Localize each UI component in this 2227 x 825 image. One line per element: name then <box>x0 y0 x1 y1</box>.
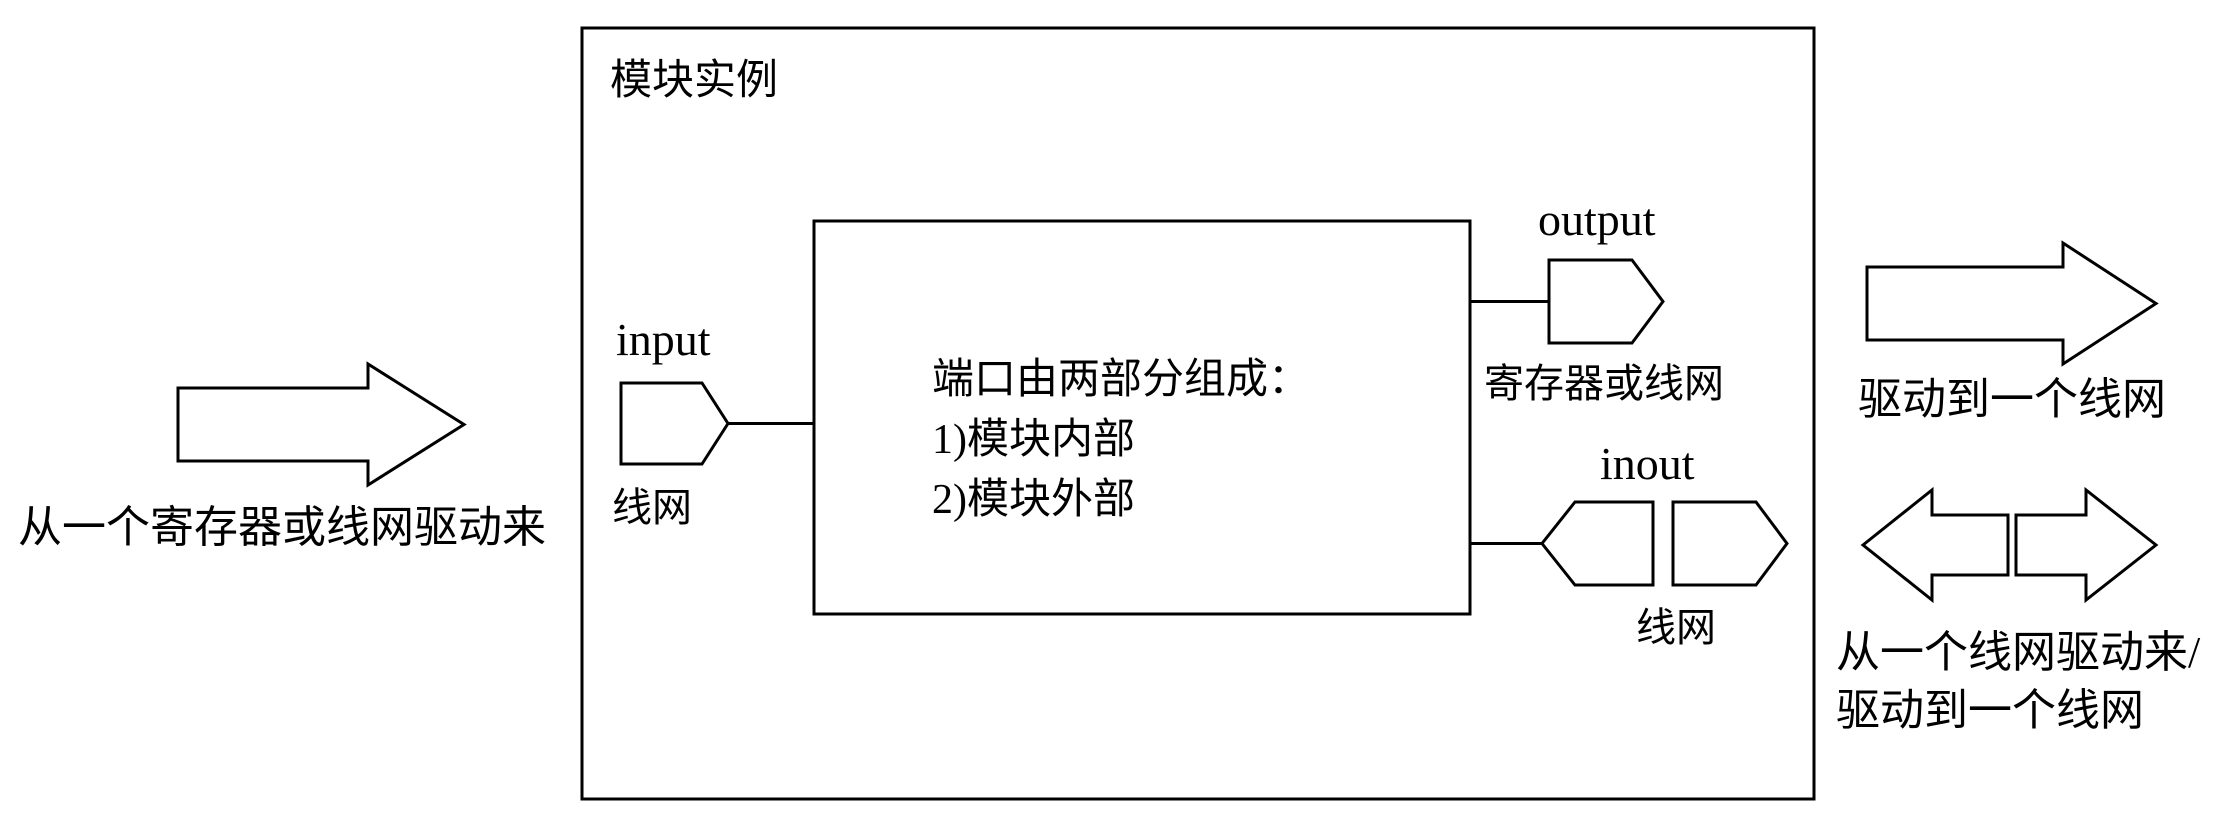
input-port-shape <box>619 381 730 466</box>
right-top-drive-arrow-icon <box>1865 240 2159 367</box>
right-top-arrow-caption: 驱动到一个线网 <box>1858 375 2166 424</box>
output-port-label: output <box>1538 194 1656 245</box>
inout-port-left-shape <box>1540 500 1655 587</box>
port-description-line-3: 2)模块外部 <box>932 477 1135 523</box>
port-description-block: 端口由两部分组成： 1)模块内部 2)模块外部 <box>932 350 1310 530</box>
port-description-line-1: 端口由两部分组成： <box>932 357 1311 403</box>
inout-port-label: inout <box>1600 438 1695 489</box>
inout-port-right-shape <box>1671 500 1789 587</box>
output-port-shape <box>1547 258 1665 345</box>
left-arrow-caption: 从一个寄存器或线网驱动来 <box>18 503 546 552</box>
output-net-label: 寄存器或线网 <box>1484 361 1724 406</box>
inout-net-label: 线网 <box>1636 605 1716 650</box>
inner-box-outline <box>812 219 1472 616</box>
left-drive-arrow-icon <box>176 361 467 488</box>
right-bottom-caption-line-1: 从一个线网驱动来/ <box>1836 628 2201 677</box>
input-net-label: 线网 <box>612 485 692 530</box>
module-box-outline <box>580 26 1816 801</box>
right-bottom-left-arrow-icon <box>1860 486 2010 604</box>
module-instance-label: 模块实例 <box>610 58 779 104</box>
right-bottom-right-arrow-icon <box>2014 486 2159 604</box>
input-port-label: input <box>616 314 711 365</box>
right-bottom-arrow-caption: 从一个线网驱动来/ 驱动到一个线网 <box>1836 624 2200 740</box>
right-bottom-caption-line-2: 驱动到一个线网 <box>1836 686 2144 735</box>
port-description-line-2: 1)模块内部 <box>932 417 1135 463</box>
